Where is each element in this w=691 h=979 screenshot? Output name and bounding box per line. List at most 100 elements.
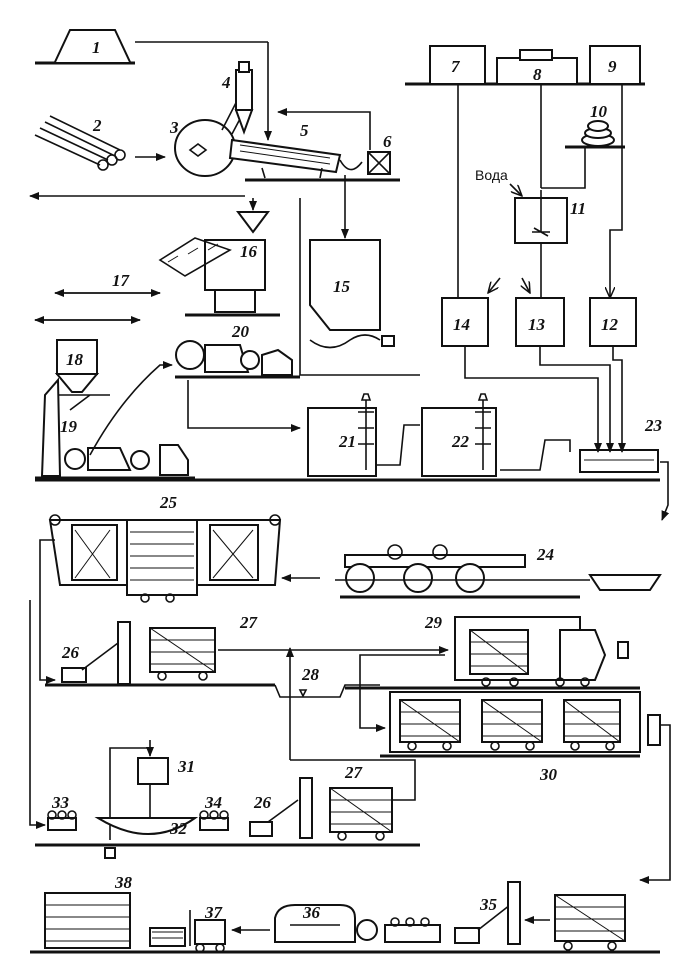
crusher [339,151,391,175]
label-31: 31 [177,757,195,776]
sorter-32 [94,784,199,859]
bunker-8 [496,49,578,85]
packer-36 [274,904,441,943]
dryer-drum [228,138,400,182]
label-27b: 27 [344,763,364,782]
line-21-22 [376,424,420,466]
label-7: 7 [451,57,461,76]
bunker-16 [158,211,280,317]
label-33: 33 [51,793,70,812]
cyclone [234,61,254,135]
roller-33 [47,810,77,831]
label-26a: 26 [61,643,80,662]
label-22: 22 [451,432,470,451]
forming-machine-24 [335,544,662,599]
line-9-12 [610,84,623,298]
mixing-tank [514,190,568,244]
bunker-7 [429,45,486,85]
label-6: 6 [383,132,392,151]
label-38: 38 [114,873,133,892]
loader-26b [249,777,313,839]
label-32: 32 [169,819,188,838]
label-12: 12 [601,315,619,334]
label-16: 16 [240,242,258,261]
water-label: Вода [475,167,508,183]
label-34: 34 [204,793,222,812]
tank-21 [307,393,377,477]
arrow-into-13 [522,277,530,293]
dryer-29 [454,616,629,687]
loader-35 [454,881,521,945]
label-13: 13 [528,315,546,334]
clay-pile [35,29,135,65]
reagent-stack [565,120,625,149]
line-19-20 [89,361,173,456]
line-29-30 [359,654,445,732]
kiln-car-27a [149,627,216,681]
label-23: 23 [644,416,663,435]
line-22-23 [500,439,571,471]
pit-28 [274,684,380,698]
label-20: 20 [231,322,250,341]
label-8: 8 [533,65,542,84]
arrow-into-14 [488,277,501,293]
forklift-37 [149,910,226,953]
tank-22 [421,393,497,477]
press-19 [35,377,195,480]
storage-bunker-15 [309,239,395,349]
label-1: 1 [92,38,101,57]
line-23-24 [660,461,670,521]
label-15: 15 [333,277,351,296]
label-10: 10 [590,102,608,121]
mixer-23 [579,449,659,473]
label-21: 21 [338,432,356,451]
label-25: 25 [159,493,178,512]
line-to-33 [29,600,46,829]
label-26b: 26 [253,793,272,812]
loader-26a [45,621,275,687]
label-29: 29 [424,613,443,632]
label-19: 19 [60,417,78,436]
label-14: 14 [453,315,470,334]
stacker-25 [48,514,282,603]
label-18: 18 [66,350,84,369]
tunnel-kiln-30 [380,691,661,758]
line-14-23 [464,346,602,453]
pipe-bundle [34,115,126,171]
kiln-car-out [554,894,626,951]
label-11: 11 [570,199,586,218]
label-5: 5 [300,121,309,140]
line-30-out [639,724,671,884]
label-2: 2 [92,116,102,135]
bunker-9 [589,45,641,85]
label-30: 30 [539,765,558,784]
label-24: 24 [536,545,554,564]
water-arrow [509,183,522,196]
label-4: 4 [221,73,231,92]
kiln-car-27b [329,787,393,841]
settler-31 [109,740,169,840]
pallet-stack-38 [44,892,131,949]
line-25-26 [39,539,56,684]
label-3: 3 [169,118,179,137]
dosing-unit-14 [441,297,489,347]
hopper-18 [54,339,100,393]
conveyor-17 [34,289,161,324]
label-28: 28 [301,665,320,684]
line-13-23 [539,346,614,453]
label-35: 35 [479,895,498,914]
roller-34 [199,810,229,831]
label-37: 37 [204,903,224,922]
label-27a: 27 [239,613,259,632]
line-10-11 [541,147,586,189]
label-17: 17 [112,271,131,290]
label-9: 9 [608,57,617,76]
return-line [277,108,371,150]
line-15-20 [299,198,420,376]
label-36: 36 [302,903,321,922]
line-12-23 [612,346,626,453]
mixer-20 [175,340,300,379]
line-27b-up [290,759,416,801]
line-20-21 [187,380,301,432]
